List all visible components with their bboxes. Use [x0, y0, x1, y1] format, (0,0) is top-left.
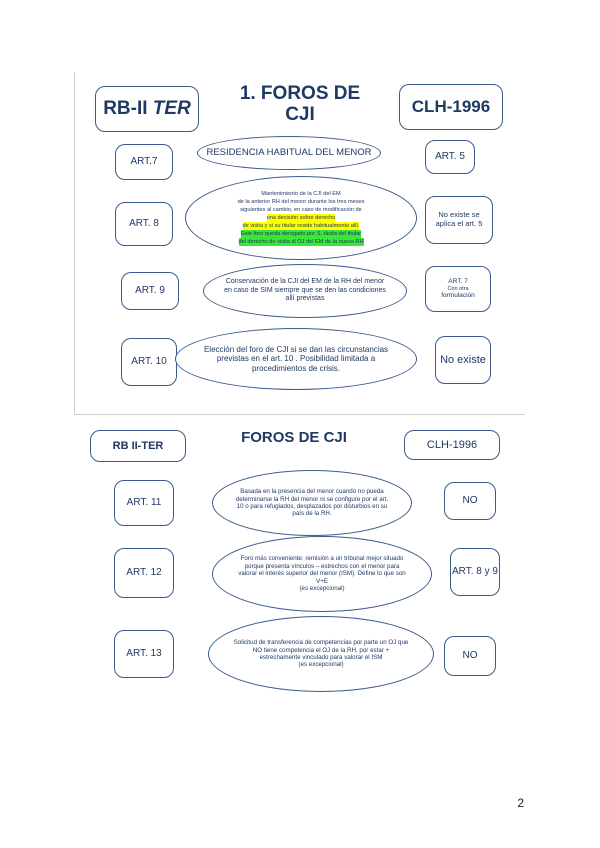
art-7-box: ART.7	[115, 144, 173, 180]
clh-1996-header: CLH-1996	[399, 84, 503, 130]
art-8-description-oval: Mantenimiento de la CJI del EM de la ant…	[185, 176, 417, 260]
art-9-description-oval: Conservación de la CJI del EM de la RH d…	[203, 264, 407, 318]
slide-1: RB-II TER 1. FOROS DE CJI CLH-1996 ART.7…	[74, 72, 525, 415]
art-12-description-oval: Foro más conveniente: remisión a un trib…	[212, 536, 432, 612]
art-9-box: ART. 9	[121, 272, 179, 310]
art-11-clh-box: NO	[444, 482, 496, 520]
slide-2-title: FOROS DE CJI	[241, 429, 347, 446]
art-10-description-oval: Elección del foro de CJI si se dan las c…	[175, 328, 417, 390]
art-13-clh-box: NO	[444, 636, 496, 676]
art-13-box: ART. 13	[114, 630, 174, 678]
slide-2: RB II-TER FOROS DE CJI CLH-1996 ART. 11 …	[74, 420, 524, 702]
art-12-box: ART. 12	[114, 548, 174, 598]
art-8-box: ART. 8	[115, 202, 173, 246]
art-10-box: ART. 10	[121, 338, 177, 386]
clh-1996-header-2: CLH-1996	[404, 430, 500, 460]
no-existe-box: No existe	[435, 336, 491, 384]
art-7-clh-box: ART. 7 Con otra formulación	[425, 266, 491, 312]
rb-ii-ter-header: RB-II TER	[95, 86, 199, 132]
page-number: 2	[517, 796, 524, 810]
residencia-habitual-oval: RESIDENCIA HABITUAL DEL MENOR	[197, 136, 381, 170]
art-11-box: ART. 11	[114, 480, 174, 526]
art-13-description-oval: Solicitud de transferencia de competenci…	[208, 616, 434, 692]
rb-ii-ter-header-2: RB II-TER	[90, 430, 186, 462]
art-11-description-oval: Basada en la presencia del menor cuando …	[212, 470, 412, 536]
art-8-y-9-box: ART. 8 y 9	[450, 548, 500, 596]
slide-1-title: 1. FOROS DE CJI	[239, 83, 361, 125]
art-8-clh-box: No existe se aplica el art. 5	[425, 196, 493, 244]
art-5-box: ART. 5	[425, 140, 475, 174]
